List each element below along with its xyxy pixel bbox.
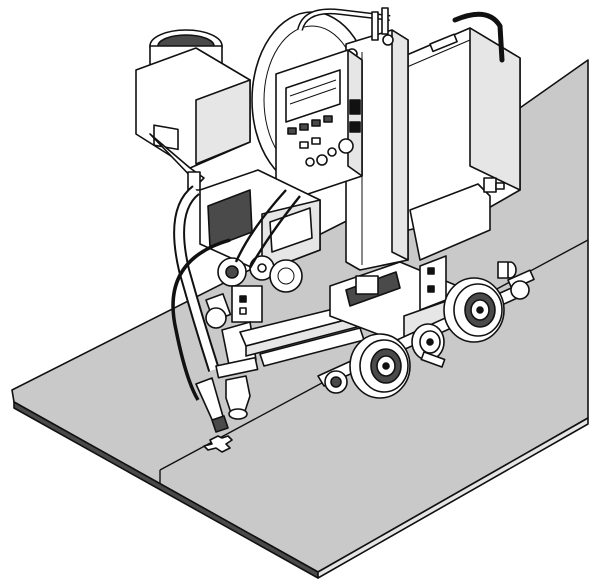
control-cables: [171, 189, 301, 401]
small-idler-wheel: [411, 323, 446, 368]
control-panel: [275, 49, 363, 201]
rear-guide-roller: [497, 261, 517, 279]
front-wheel: [349, 333, 411, 399]
position-cross-marker: [203, 435, 233, 453]
carriage-housing: [394, 11, 521, 261]
rear-wheel: [443, 277, 505, 343]
flux-hopper: [135, 29, 251, 372]
lifting-handle: [297, 8, 391, 31]
welding-head: [195, 321, 259, 433]
